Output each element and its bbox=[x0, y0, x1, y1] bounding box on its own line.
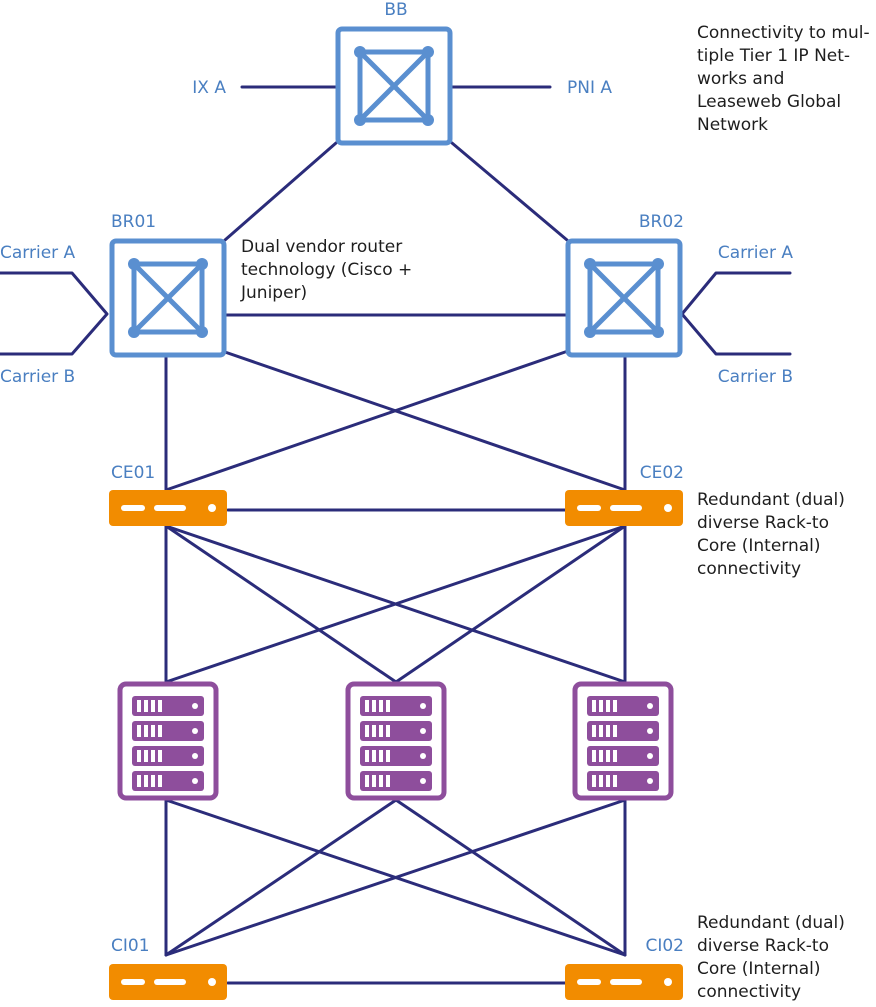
link-bb-br02 bbox=[450, 141, 569, 242]
link-bb-br01 bbox=[223, 141, 338, 242]
switch-ce01-icon bbox=[109, 490, 227, 526]
link-br01-ce02 bbox=[220, 349, 627, 492]
note-connectivity: Connectivity to mul- tiple Tier 1 IP Net… bbox=[697, 23, 875, 135]
node-label-ci01: CI01 bbox=[111, 936, 150, 956]
link-right-carriers bbox=[680, 271, 792, 356]
node-label-br02: BR02 bbox=[639, 212, 684, 232]
node-label-bb: BB bbox=[384, 0, 407, 20]
server-rack-2-icon bbox=[348, 684, 444, 798]
node-label-ci02: CI02 bbox=[645, 936, 684, 956]
node-label-br01: BR01 bbox=[111, 212, 156, 232]
link-ce02-rack2 bbox=[394, 524, 627, 684]
server-rack-1-icon bbox=[120, 684, 216, 798]
peer-label-left-carrier-a: Carrier A bbox=[0, 243, 76, 263]
server-rack-3-icon bbox=[575, 684, 671, 798]
router-br02-icon bbox=[568, 241, 680, 355]
link-rack2-ci01 bbox=[164, 798, 398, 957]
link-ce01-rack2 bbox=[164, 524, 398, 684]
peer-label-left-carrier-b: Carrier B bbox=[0, 367, 75, 387]
links bbox=[0, 85, 792, 985]
link-rack2-ci02 bbox=[394, 798, 627, 957]
note-redundant-ci: Redundant (dual) diverse Rack-to Core (I… bbox=[697, 913, 850, 1002]
link-br02-ce01 bbox=[164, 349, 570, 492]
link-ce02-rack1 bbox=[164, 524, 627, 684]
switch-ci01-icon bbox=[109, 964, 227, 1000]
note-redundant-ce: Redundant (dual) diverse Rack-to Core (I… bbox=[697, 490, 850, 579]
peer-label-right-carrier-a: Carrier A bbox=[718, 243, 794, 263]
note-dual-vendor: Dual vendor router technology (Cisco + J… bbox=[240, 237, 418, 303]
switch-ce02-icon bbox=[565, 490, 683, 526]
peer-label-right-carrier-b: Carrier B bbox=[718, 367, 793, 387]
node-label-ce01: CE01 bbox=[111, 463, 155, 483]
peer-label-ix-a: IX A bbox=[192, 78, 226, 98]
router-bb-icon bbox=[338, 29, 450, 143]
switch-ci02-icon bbox=[565, 964, 683, 1000]
router-br01-icon bbox=[112, 241, 224, 355]
node-label-ce02: CE02 bbox=[640, 463, 684, 483]
link-rack3-ci01 bbox=[164, 798, 627, 957]
link-left-carriers bbox=[0, 271, 109, 356]
peer-label-pni-a: PNI A bbox=[567, 78, 612, 98]
